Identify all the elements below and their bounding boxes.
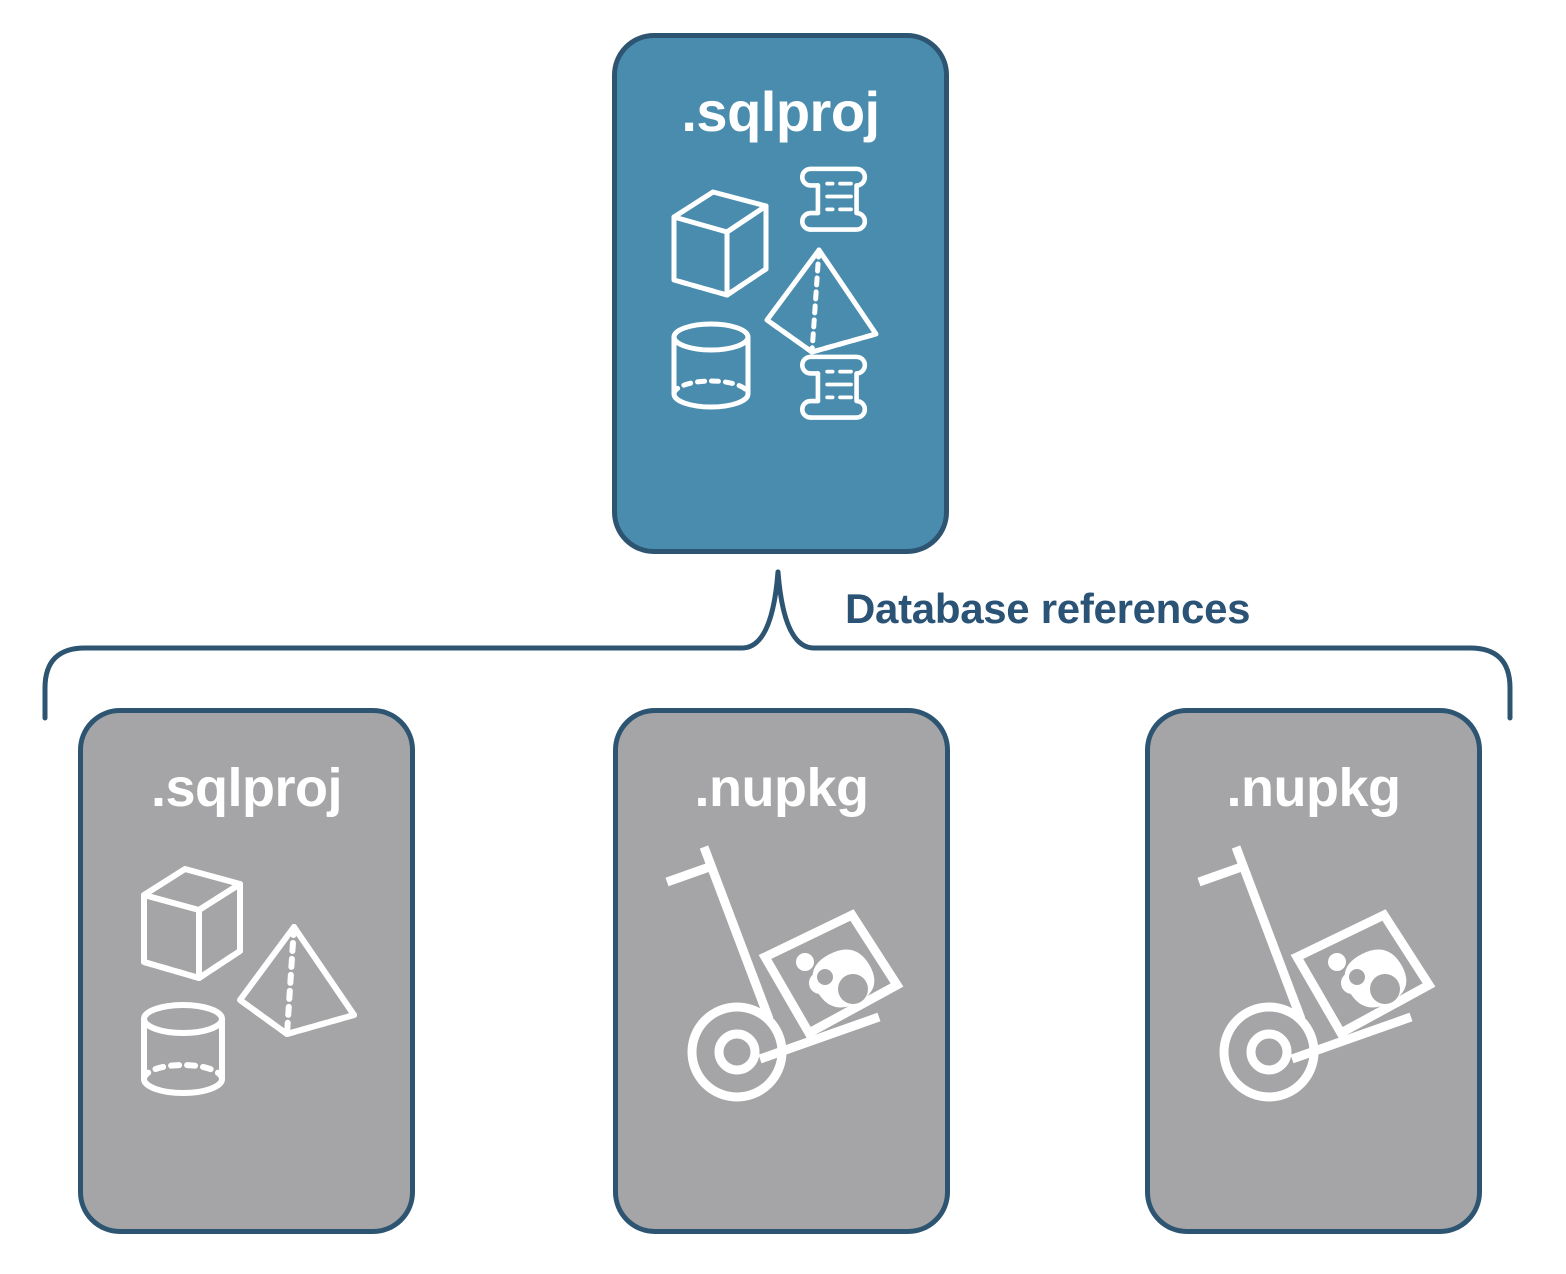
script-scroll-icon-bottom bbox=[799, 354, 867, 420]
connector-label-database-references: Database references bbox=[845, 585, 1251, 632]
reference-1-icon-group bbox=[122, 837, 372, 1117]
reference-3-icon-group bbox=[1189, 837, 1439, 1117]
cylinder-icon bbox=[140, 1002, 225, 1096]
cube-icon bbox=[671, 189, 768, 298]
pyramid-icon bbox=[236, 924, 357, 1037]
node-label-root: .sqlproj bbox=[681, 80, 880, 143]
reference-2-icon-group bbox=[657, 837, 907, 1117]
node-label-reference-3: .nupkg bbox=[1226, 758, 1401, 818]
nuget-package-hand-truck-icon bbox=[664, 845, 903, 1102]
nuget-package-hand-truck-icon bbox=[1196, 845, 1435, 1102]
cube-icon bbox=[140, 866, 243, 981]
script-scroll-icon-top bbox=[799, 166, 867, 232]
node-card-root-sqlproj[interactable]: .sqlproj bbox=[612, 33, 949, 554]
node-card-reference-nupkg-2[interactable]: .nupkg bbox=[1145, 708, 1482, 1234]
root-node-icon-group bbox=[666, 162, 896, 427]
cylinder-icon bbox=[671, 321, 750, 410]
node-card-reference-sqlproj[interactable]: .sqlproj bbox=[78, 708, 415, 1234]
pyramid-icon bbox=[764, 247, 878, 355]
node-label-reference-1: .sqlproj bbox=[150, 758, 343, 818]
node-label-reference-2: .nupkg bbox=[694, 758, 869, 818]
node-card-reference-nupkg-1[interactable]: .nupkg bbox=[613, 708, 950, 1234]
